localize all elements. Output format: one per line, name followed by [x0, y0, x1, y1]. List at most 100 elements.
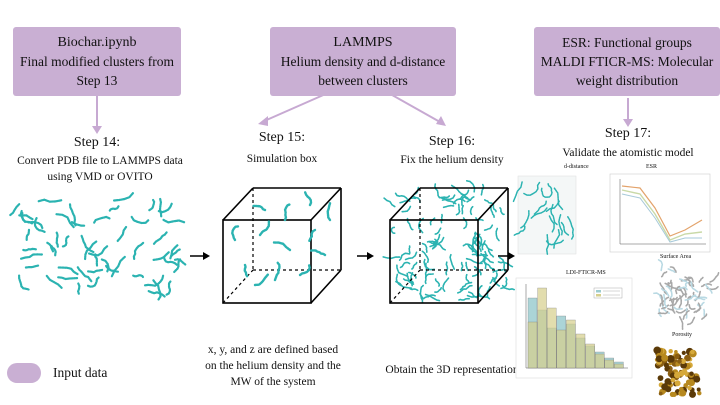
ldi-fticr-ms-histogram — [515, 277, 633, 379]
molecule-strand — [55, 231, 59, 248]
molecule-strand — [147, 290, 166, 298]
input-box-biochar: Biochar.ipynb Final modified clusters fr… — [13, 27, 181, 96]
molecule-strand — [422, 294, 436, 300]
porosity-grain — [674, 371, 681, 379]
molecule-strand — [663, 293, 668, 308]
molecule-strand — [27, 220, 44, 230]
molecule-strand — [669, 297, 674, 305]
porosity-grain — [661, 354, 669, 362]
molecule-strand — [429, 217, 436, 226]
molecule-strand — [680, 286, 687, 298]
molecule-strand — [440, 194, 451, 199]
molecule-strand — [468, 291, 478, 299]
molecule-strand — [483, 224, 494, 231]
molecule-strand — [130, 215, 150, 225]
molecule-strand — [173, 258, 187, 266]
porosity-grain — [678, 386, 684, 392]
molecule-strand — [170, 248, 181, 257]
molecule-strand — [696, 301, 705, 307]
molecule-strand — [396, 264, 410, 278]
porosity-grain — [668, 349, 673, 354]
molecule-strand — [481, 240, 486, 251]
molecule-strand — [55, 213, 75, 229]
molecule-strand — [545, 234, 550, 256]
molecule-strand — [455, 203, 461, 216]
molecule-strand — [690, 281, 699, 293]
molecule-strand — [408, 271, 417, 279]
histogram-bar — [595, 353, 605, 369]
molecule-strand — [94, 253, 99, 267]
molecule-strand — [705, 283, 713, 294]
molecule-strand — [463, 194, 472, 201]
porosity-grain — [655, 355, 663, 363]
porosity-grain — [671, 392, 677, 397]
histogram-bar — [547, 307, 557, 369]
molecule-strand — [533, 200, 547, 215]
step15-desc: Simulation box — [246, 153, 318, 165]
molecule-strand — [50, 245, 57, 257]
molecule-strand — [677, 286, 688, 291]
molecule-strand — [500, 276, 508, 290]
porosity-grain — [690, 349, 695, 355]
molecule-strand — [434, 278, 441, 287]
molecule-strand — [24, 264, 40, 269]
molecule-strand — [283, 203, 292, 222]
molecule-strand — [100, 258, 110, 273]
step14-title: Step 14: — [73, 135, 121, 150]
legend-label: Input data — [53, 365, 108, 380]
molecule-strand — [688, 304, 696, 310]
molecule-strand — [480, 183, 485, 196]
connector-step17-head — [623, 119, 633, 127]
porosity-grain — [696, 387, 701, 392]
molecule-strand — [661, 304, 670, 310]
molecule-strand — [660, 287, 670, 297]
molecule-strand — [395, 273, 402, 287]
step14-desc: Convert PDB file to LAMMPS data using VM… — [0, 153, 200, 185]
molecule-strand — [132, 274, 145, 279]
molecule-strand — [406, 217, 415, 231]
molecule-strand — [399, 261, 411, 269]
molecule-strand — [461, 204, 464, 215]
simulation-box-dense — [382, 179, 516, 304]
molecular-clusters-image — [9, 192, 187, 301]
molecule-strand — [460, 261, 464, 272]
molecule-strand — [530, 207, 548, 219]
d-distance-panel — [512, 175, 577, 256]
connector-step16-head — [436, 116, 446, 126]
molecule-strand — [483, 261, 495, 270]
molecule-strand — [9, 203, 21, 217]
molecule-strand — [492, 276, 501, 287]
porosity-grain — [689, 390, 696, 398]
molecule-strand — [162, 256, 178, 266]
input-box-biochar-line1: Biochar.ipynb — [57, 35, 137, 50]
molecule-strand — [442, 277, 450, 293]
molecule-strand — [390, 226, 396, 234]
step14-desc-line1: Convert PDB file to LAMMPS data — [17, 155, 183, 167]
histogram-bar — [614, 363, 624, 369]
molecule-strand — [22, 247, 38, 252]
molecule-strand — [298, 264, 311, 277]
molecule-strand — [479, 252, 494, 264]
esr-label: ESR — [646, 164, 658, 170]
molecule-strand — [471, 253, 489, 257]
molecule-strand — [687, 276, 694, 283]
molecule-strand — [442, 204, 455, 209]
molecule-strand — [673, 306, 683, 311]
flow-arrow-1-head — [203, 252, 210, 260]
validation-collage: d-distance ESR Surface Area LDI-FTICR-MS… — [512, 160, 720, 405]
porosity-grain — [674, 380, 681, 387]
molecule-strand — [701, 313, 708, 320]
molecule-strand — [398, 252, 410, 262]
molecule-strand — [165, 280, 172, 296]
step16-desc: Fix the helium density — [400, 154, 504, 166]
molecule-strand — [18, 274, 30, 291]
molecule-strand — [684, 294, 697, 301]
molecule-strand — [486, 285, 491, 298]
molecule-strand — [57, 266, 79, 276]
molecule-strand — [231, 225, 240, 242]
molecule-strand — [567, 216, 575, 240]
step17-desc: Validate the atomistic model — [562, 147, 694, 159]
molecule-strand — [76, 282, 81, 296]
molecule-strand — [20, 253, 43, 260]
molecule-strand — [434, 287, 442, 294]
